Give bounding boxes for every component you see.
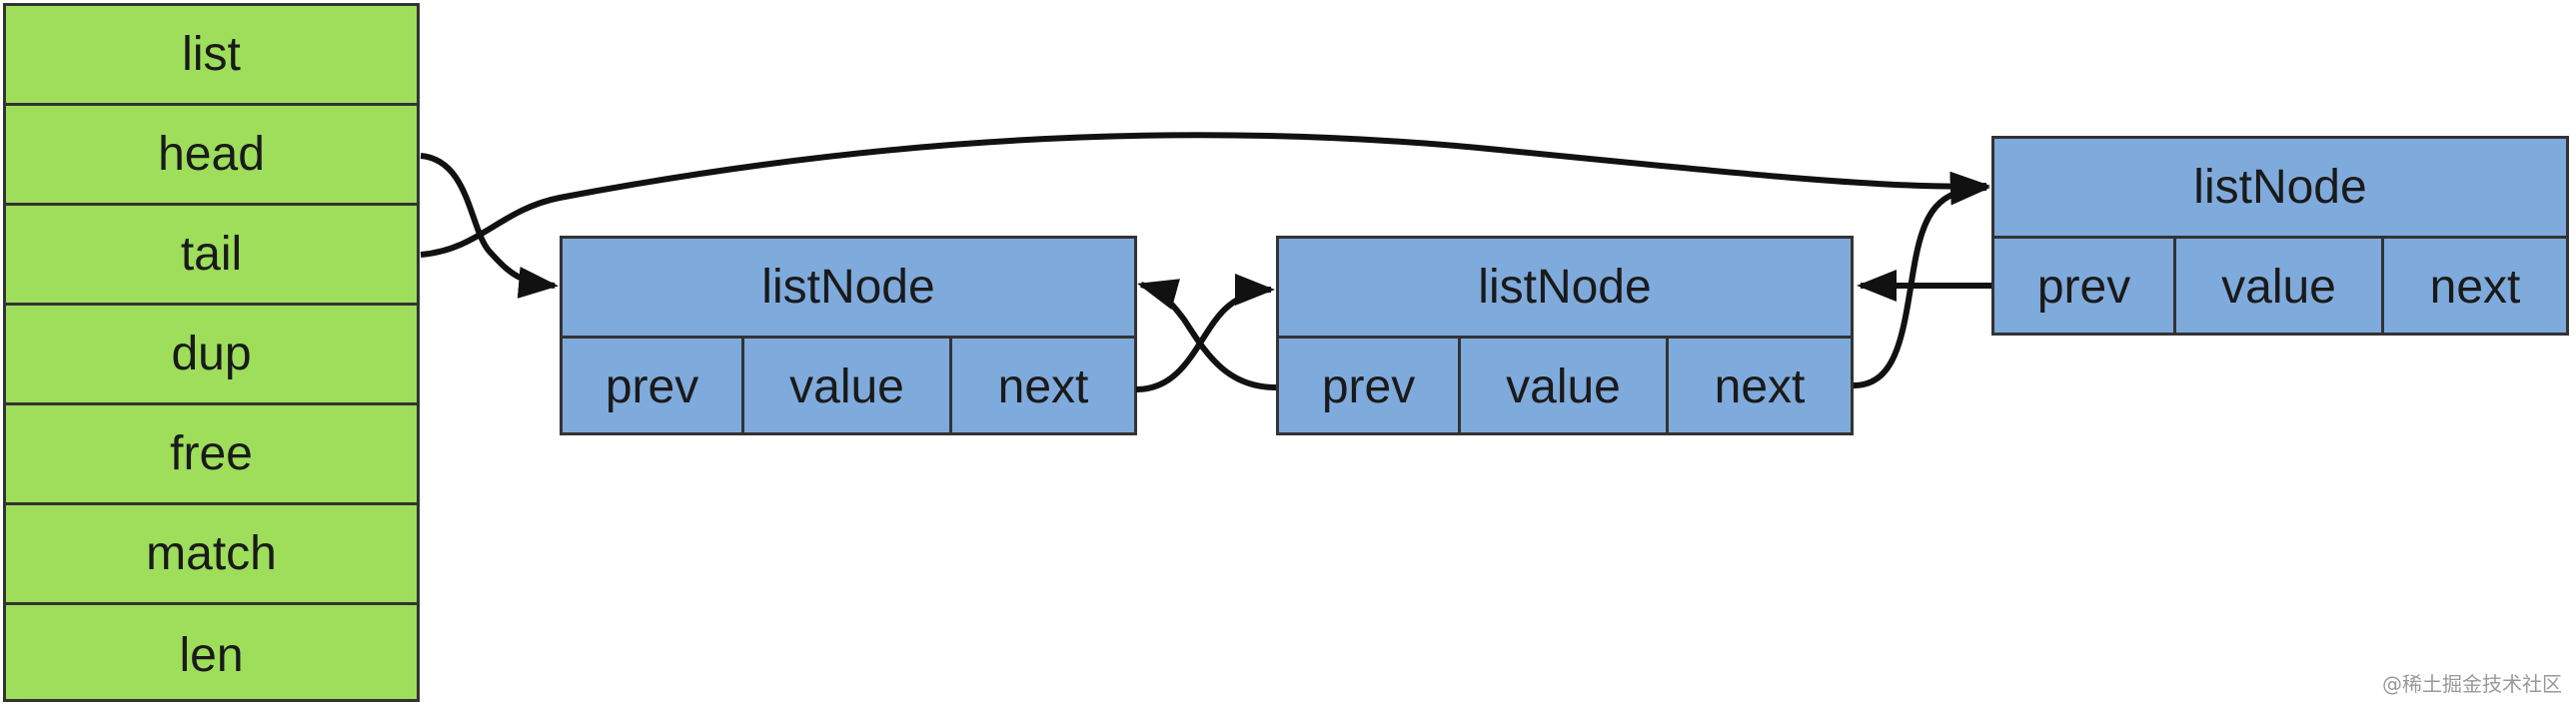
list-node-1: listNode prev value next <box>560 236 1137 435</box>
node-field-value: value <box>2176 239 2384 336</box>
watermark: @稀土掘金技术社区 <box>2382 672 2562 696</box>
node-field-next: next <box>1714 360 1806 413</box>
list-field-dup: dup <box>6 306 417 405</box>
node-title: listNode <box>1994 139 2566 239</box>
node-title: listNode <box>1279 239 1851 339</box>
arrow-node-1-next-to-node-2 <box>1135 274 1275 392</box>
list-field-match: match <box>6 505 417 605</box>
node-title: listNode <box>563 239 1134 339</box>
list-field-free: free <box>6 405 417 505</box>
list-field-tail: tail <box>6 206 417 306</box>
list-struct: list head tail dup free match len <box>3 3 420 702</box>
node-field-prev: prev <box>563 339 744 435</box>
list-node-3: listNode prev value next <box>1991 136 2569 336</box>
list-field-list: list <box>6 6 417 106</box>
node-field-value: value <box>1461 339 1669 435</box>
node-field-value: value <box>744 339 952 435</box>
list-field-head: head <box>6 106 417 206</box>
list-node-2: listNode prev value next <box>1276 236 1854 435</box>
node-field-next: next <box>2429 261 2521 314</box>
node-field-prev: prev <box>1994 239 2176 336</box>
arrow-node-2-next-to-node-3 <box>1853 173 1990 388</box>
arrow-node-2-prev-to-node-1 <box>1137 279 1277 390</box>
node-field-next: next <box>997 360 1089 413</box>
arrow-head-to-node-1 <box>420 153 559 299</box>
node-field-prev: prev <box>1279 339 1461 435</box>
list-field-len: len <box>179 628 244 682</box>
